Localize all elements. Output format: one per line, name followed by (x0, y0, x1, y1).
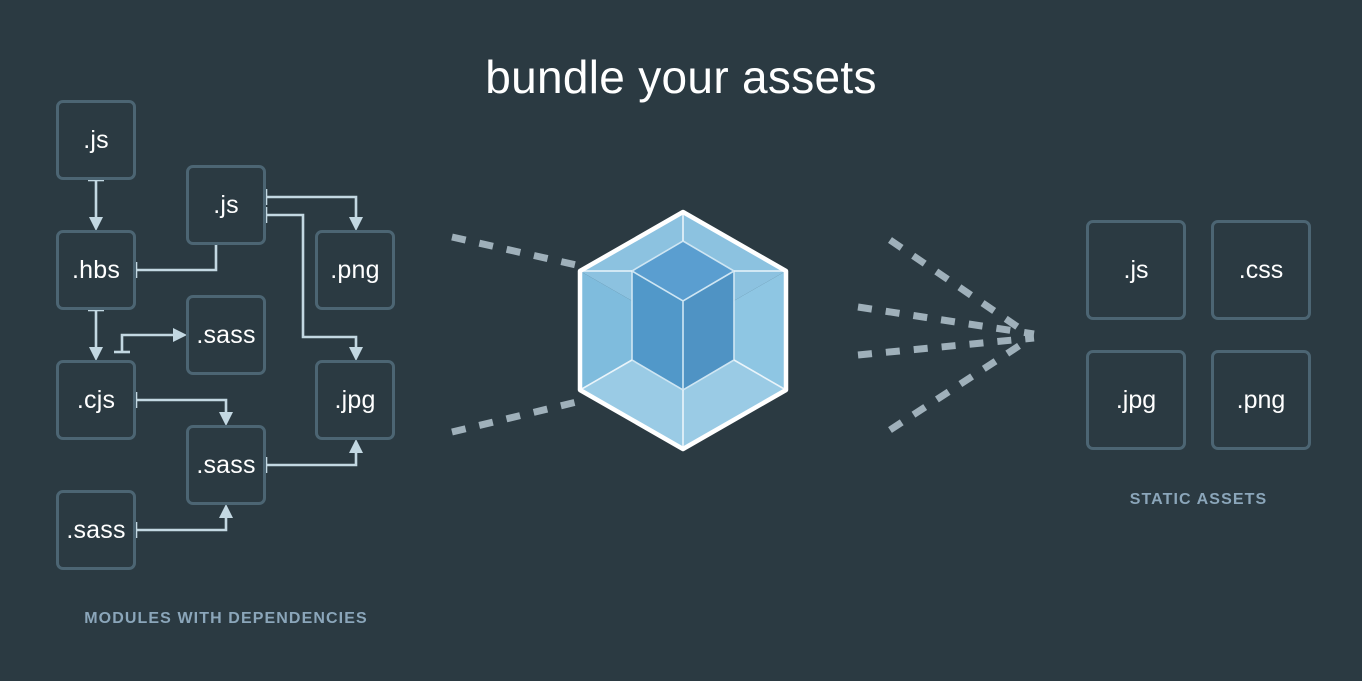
module-box-sass-low[interactable]: .sass (186, 425, 266, 505)
module-box-label: .sass (66, 515, 126, 544)
module-box-sass-mid[interactable]: .sass (186, 295, 266, 375)
cube-inner-left-face (632, 271, 683, 390)
module-box-label: .sass (196, 320, 256, 349)
page-title-suffix: assets (742, 51, 877, 103)
connector-js-to-jpg (264, 207, 363, 361)
dashed-input-arrow-lower (451, 396, 586, 436)
cube-inner-right-face (683, 271, 734, 390)
module-box-label: .js (213, 190, 239, 219)
module-box-jpg[interactable]: .jpg (315, 360, 395, 440)
module-box-hbs[interactable]: .hbs (56, 230, 136, 310)
page-title: bundle your assets (0, 48, 1362, 106)
connector-js-to-png (264, 189, 363, 231)
module-box-label: .sass (196, 450, 256, 479)
module-box-sass-bot[interactable]: .sass (56, 490, 136, 570)
asset-box-label: .jpg (1115, 385, 1157, 414)
modules-section-label: MODULES WITH DEPENDENCIES (84, 610, 368, 627)
asset-box-label: .png (1236, 385, 1286, 414)
module-box-label: .hbs (71, 255, 121, 284)
module-box-js-mid[interactable]: .js (186, 165, 266, 245)
asset-box-js[interactable]: .js (1086, 220, 1186, 320)
asset-box-css[interactable]: .css (1211, 220, 1311, 320)
module-box-cjs[interactable]: .cjs (56, 360, 136, 440)
page-title-prefix: bundle your (485, 51, 743, 103)
connector-js-to-hbs (88, 178, 104, 231)
asset-box-label: .js (1123, 255, 1149, 284)
webpack-cube (577, 209, 789, 452)
connector-hbs-to-cjs (88, 308, 104, 361)
connector-cjs-to-sass-mid (114, 328, 187, 354)
module-box-png[interactable]: .png (315, 230, 395, 310)
assets-section-label: STATIC ASSETS (1129, 491, 1268, 508)
connector-sass-low-to-jpg (264, 439, 363, 473)
connector-cjs-to-sass-low (134, 392, 233, 426)
dashed-input-arrow-upper (451, 233, 586, 271)
cube-outline (577, 209, 789, 452)
dashed-output-arrow-3 (857, 334, 1035, 359)
asset-box-png[interactable]: .png (1211, 350, 1311, 450)
asset-box-label: .css (1238, 255, 1284, 284)
module-box-label: .cjs (76, 385, 116, 414)
module-box-label: .png (330, 255, 380, 284)
module-box-label: .jpg (334, 385, 376, 414)
cube-interior-lines (579, 212, 787, 449)
module-box-js-top[interactable]: .js (56, 100, 136, 180)
module-box-label: .js (83, 125, 109, 154)
connector-sass-bot-to-sass-low (134, 504, 233, 538)
asset-box-jpg[interactable]: .jpg (1086, 350, 1186, 450)
dashed-output-arrow-2 (857, 303, 1035, 338)
